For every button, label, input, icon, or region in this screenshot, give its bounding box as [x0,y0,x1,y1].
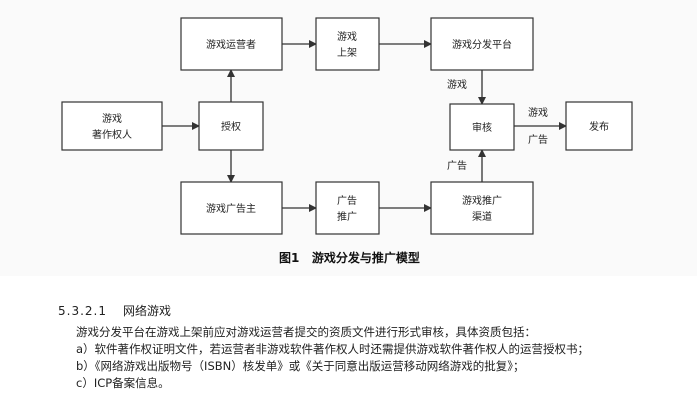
node-adpromo-label-2: 推广 [337,210,357,223]
node-copyright-box [61,101,163,151]
node-publish-box [565,101,633,151]
figure-caption: 图1 游戏分发与推广模型 [279,250,420,265]
body-line-a: a）软件著作权证明文件，若运营者非游戏软件著作权人时还需提供游戏软件著作权人的运… [76,342,590,356]
section-divider [0,276,697,288]
node-publish-label: 发布 [589,120,609,133]
node-operator-label: 游戏运营者 [206,38,256,51]
node-advertiser-label: 游戏广告主 [206,202,256,215]
node-authorize-box [198,101,264,151]
node-listing-label-1: 游戏 [337,30,357,43]
node-channel-label-2: 渠道 [472,210,492,223]
node-adpromo-box [315,181,380,235]
edge-label-game: 游戏 [447,78,467,91]
diagram-panel: 游戏运营者 游戏 上架 游戏分发平台 游戏 著作权人 授权 审核 发布 游戏广告… [61,17,633,265]
node-adpromo-label-1: 广告 [337,194,357,207]
connectors [162,40,567,212]
body-line-intro: 游戏分发平台在游戏上架前应对游戏运营者提交的资质文件进行形式审核，具体资质包括： [76,325,536,339]
edge-label-ad-right: 广告 [528,133,548,146]
node-platform-box [430,17,534,71]
section-number: 5.3.2.1 [58,304,107,318]
node-review-label: 审核 [472,121,492,134]
node-listing-box [315,17,380,71]
flow-diagram: 游戏运营者 游戏 上架 游戏分发平台 游戏 著作权人 授权 审核 发布 游戏广告… [61,17,633,265]
node-copyright-label-2: 著作权人 [92,128,132,141]
node-listing-label-2: 上架 [337,47,357,59]
node-advertiser-box [180,181,283,235]
edge-label-ad-left: 广告 [447,159,467,172]
node-copyright-label-1: 游戏 [102,112,122,125]
node-review-box [449,103,515,151]
section-title: 网络游戏 [122,304,171,318]
section-heading: 5.3.2.1 网络游戏 [58,302,171,319]
node-channel-box [430,181,534,235]
edge-label-game-2: 游戏 [528,106,548,119]
body-line-b: b）《网络游戏出版物号（ISBN）核发单》或《关于同意出版运营移动网络游戏的批复… [76,359,525,373]
node-authorize-label: 授权 [221,120,241,133]
node-channel-label-1: 游戏推广 [462,194,502,207]
body-line-c: c）ICP备案信息。 [76,376,170,390]
node-operator-box [180,17,283,71]
node-platform-label: 游戏分发平台 [452,38,512,51]
body-text: 游戏分发平台在游戏上架前应对游戏运营者提交的资质文件进行形式审核，具体资质包括：… [76,324,688,392]
